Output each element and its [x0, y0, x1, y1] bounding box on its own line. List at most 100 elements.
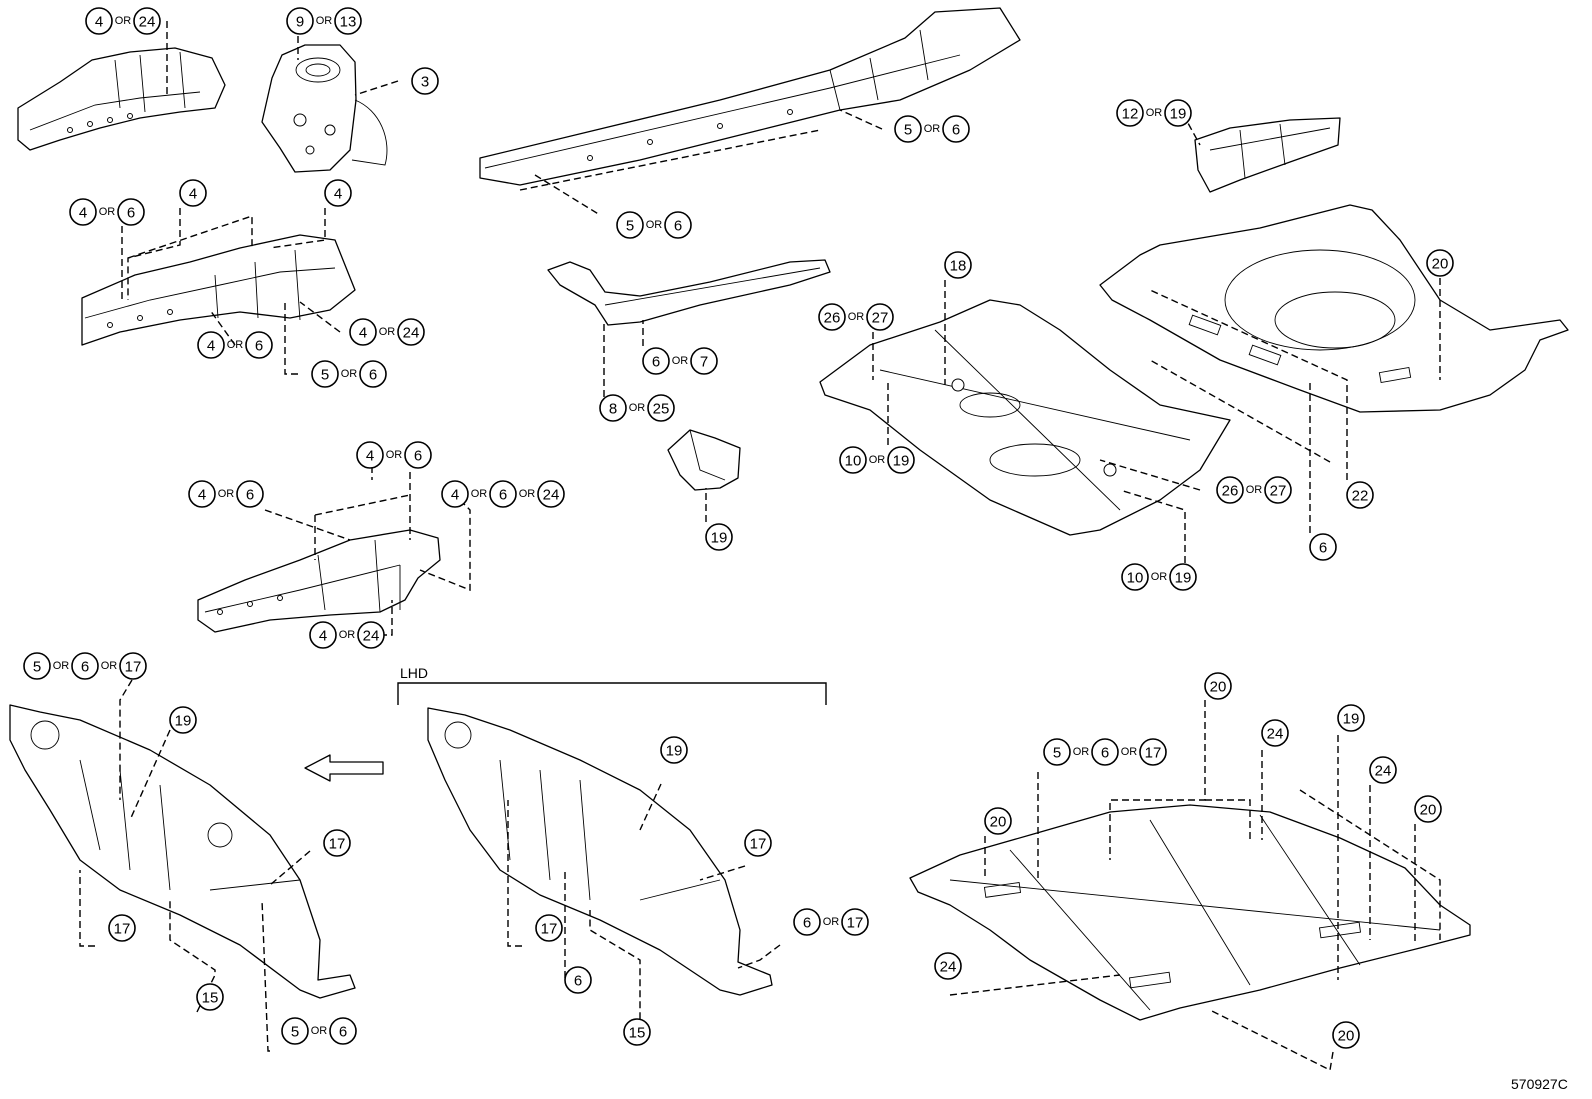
callout-part-number: 6: [499, 487, 507, 504]
callout-circle: [1337, 704, 1365, 732]
callout-c21: 6: [1309, 533, 1337, 561]
callout-part-number: 20: [1432, 256, 1449, 273]
callout-part-number: 19: [175, 713, 192, 730]
callout-part-number: 6: [81, 659, 89, 676]
callout-circle: [1414, 795, 1442, 823]
callout-circle: [984, 807, 1012, 835]
callout-circle: [887, 446, 915, 474]
part-rear-floor-pan: [1099, 204, 1569, 413]
callout-part-number: 4: [189, 186, 197, 203]
callout-c39: 15: [623, 1018, 651, 1046]
callout-c35: 17: [744, 829, 772, 857]
callout-c43: 19: [1337, 704, 1365, 732]
callout-part-number: 26: [824, 310, 841, 327]
callout-c36: 17: [535, 914, 563, 942]
callout-part-number: 20: [1420, 802, 1437, 819]
callout-circle: [623, 1018, 651, 1046]
part-front-apron-member: [17, 47, 226, 151]
callout-or-text: OR: [1151, 571, 1168, 583]
callout-circle: [69, 198, 97, 226]
callout-circle: [942, 115, 970, 143]
callout-circle: [188, 480, 216, 508]
callout-circle: [323, 829, 351, 857]
left-arrow-icon: [304, 754, 384, 782]
callout-circle: [599, 394, 627, 422]
callout-or-text: OR: [629, 402, 646, 414]
callout-or-text: OR: [471, 488, 488, 500]
part-front-side-member: [81, 234, 356, 346]
callout-part-number: 4: [207, 338, 215, 355]
callout-circle: [329, 1017, 357, 1045]
callout-or-text: OR: [115, 15, 132, 27]
callout-circle: [349, 318, 377, 346]
callout-part-number: 6: [674, 218, 682, 235]
callout-part-number: 19: [711, 530, 728, 547]
part-dash-panel-rhd: [9, 704, 356, 999]
callout-part-number: 17: [125, 659, 142, 676]
callout-part-number: 4: [359, 325, 367, 342]
callout-circle: [537, 480, 565, 508]
callout-circle: [334, 7, 362, 35]
callout-c30: 17: [323, 829, 351, 857]
callout-c48: 20: [1332, 1021, 1360, 1049]
callout-or-text: OR: [99, 206, 116, 218]
callout-circle: [1216, 476, 1244, 504]
callout-part-number: 4: [95, 14, 103, 31]
callout-part-number: 24: [1267, 726, 1284, 743]
callout-or-text: OR: [672, 355, 689, 367]
callout-circle: [894, 115, 922, 143]
callout-or-text: OR: [823, 916, 840, 928]
callout-or-text: OR: [341, 368, 358, 380]
callout-c06: 4: [324, 179, 352, 207]
callout-circle: [1309, 533, 1337, 561]
callout-part-number: 17: [541, 921, 558, 938]
callout-or-text: OR: [924, 123, 941, 135]
callout-circle: [690, 347, 718, 375]
callout-or-text: OR: [379, 326, 396, 338]
callout-circle: [647, 394, 675, 422]
part-side-member-extension: [197, 529, 441, 633]
callout-part-number: 27: [872, 310, 889, 327]
callout-part-number: 18: [950, 258, 967, 275]
callout-part-number: 19: [893, 453, 910, 470]
callout-part-number: 17: [847, 915, 864, 932]
callout-c31: 17: [108, 914, 136, 942]
part-main-floor-pan: [909, 804, 1471, 1021]
callout-or-text: OR: [316, 15, 333, 27]
callout-circle: [197, 331, 225, 359]
callout-part-number: 17: [329, 836, 346, 853]
callout-circle: [616, 211, 644, 239]
callout-circle: [245, 331, 273, 359]
callout-circle: [357, 621, 385, 649]
callout-c03: 3: [411, 67, 439, 95]
callout-circle: [793, 908, 821, 936]
callout-part-number: 6: [574, 973, 582, 990]
part-suspension-tower: [261, 44, 388, 173]
callout-part-number: 6: [255, 338, 263, 355]
callout-part-number: 6: [414, 448, 422, 465]
callout-circle: [441, 480, 469, 508]
callout-part-number: 5: [1053, 745, 1061, 762]
callout-circle: [356, 441, 384, 469]
callout-part-number: 24: [363, 628, 380, 645]
callout-part-number: 10: [1127, 570, 1144, 587]
callout-circle: [117, 198, 145, 226]
callout-part-number: 13: [340, 14, 357, 31]
callout-or-text: OR: [53, 660, 70, 672]
callout-circle: [133, 7, 161, 35]
callout-c05: 4: [179, 179, 207, 207]
callout-part-number: 27: [1270, 483, 1287, 500]
